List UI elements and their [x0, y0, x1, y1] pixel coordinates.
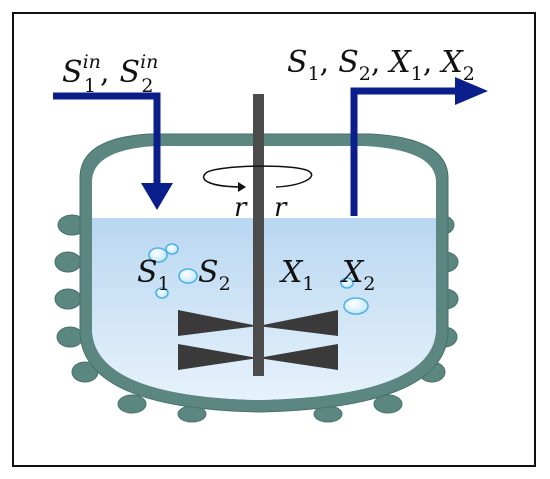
tank-label-s2: S2: [198, 255, 231, 295]
impeller-blades: [178, 310, 338, 370]
agitator-shaft: [253, 94, 264, 376]
tank-label-x1: X1: [279, 255, 314, 295]
bubbles: [148, 243, 369, 315]
tank-label-x2: X2: [340, 255, 375, 295]
rotation-label-right: r: [274, 193, 288, 223]
rotation-arrow-icon: [203, 165, 313, 192]
tank-label-s1: S1: [137, 255, 170, 295]
arrow-right-icon: [350, 77, 488, 216]
rotation-label-left: r: [234, 193, 248, 223]
arrow-down-icon: [53, 92, 173, 210]
outlet-label: S1,S2,X1,X2: [287, 45, 475, 85]
